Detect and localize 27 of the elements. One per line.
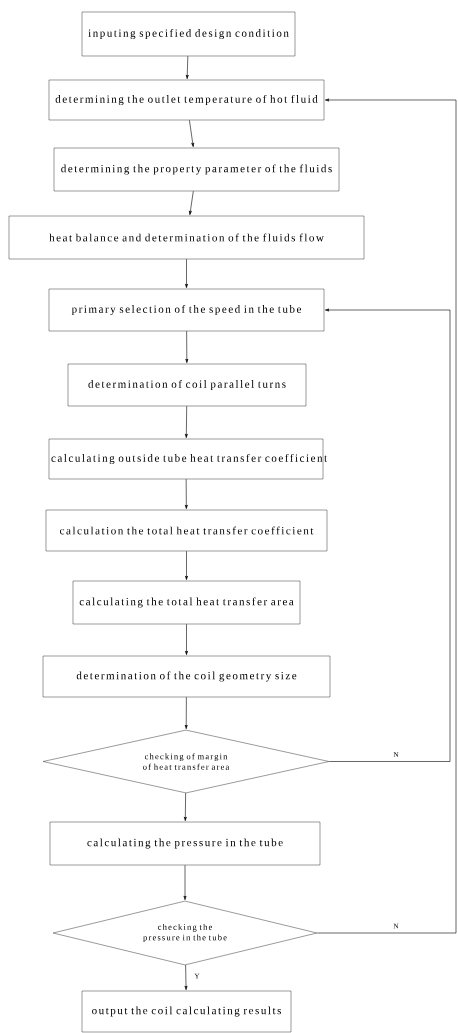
process-box: determining the outlet temperature of hot fluid xyxy=(48,79,325,121)
arrow xyxy=(189,119,195,148)
process-box: inputing specified design condition xyxy=(81,11,296,57)
arrow xyxy=(183,864,187,901)
arrow xyxy=(185,258,188,289)
process-box: output the coil calculating results xyxy=(81,990,292,1033)
arrow xyxy=(189,190,194,216)
arrow xyxy=(185,55,189,80)
arrow xyxy=(184,964,188,991)
arrow xyxy=(184,696,188,730)
process-box: determining the property parameter of the fluids xyxy=(53,147,340,192)
process-box: heat balance and determination of the fluids flow xyxy=(8,215,365,260)
process-box: calculating the pressure in the tube xyxy=(49,821,321,866)
arrow xyxy=(185,623,188,656)
process-box: determination of coil parallel turns xyxy=(67,363,307,407)
feedback-arrow xyxy=(324,308,451,762)
process-box: calculation the total heat transfer coefficient xyxy=(45,509,328,552)
arrow xyxy=(185,330,189,364)
arrow xyxy=(184,478,188,510)
process-box: calculating the total heat transfer area xyxy=(72,580,301,625)
process-box: primary selection of the speed in the tube xyxy=(48,288,325,332)
arrow xyxy=(185,550,188,581)
process-box: calculating outside tube heat transfer coefficient xyxy=(48,438,328,480)
arrow xyxy=(183,792,187,822)
process-box: determination of the coil geometry size xyxy=(42,655,331,698)
feedback-arrow xyxy=(316,98,457,934)
arrow xyxy=(184,405,188,439)
